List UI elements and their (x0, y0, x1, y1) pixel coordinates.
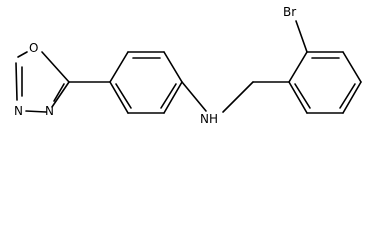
bond-ar3 (163, 51, 183, 83)
bond-n4-c5 (51, 81, 70, 108)
bromine-label: Br (283, 5, 296, 19)
bond-nh-ch2 (222, 81, 254, 113)
bond-c-br (295, 20, 308, 53)
bond-ar-inner-b (160, 83, 177, 109)
amine-label: NH (200, 112, 218, 126)
bond-bz1 (288, 51, 308, 83)
bond-n4-c5-inner (53, 83, 65, 102)
bond-bz-inner-b (339, 83, 356, 109)
nitrogen-label-2: N (45, 104, 54, 118)
bond-bz6 (288, 81, 308, 114)
oxadiazole-ring (15, 51, 70, 113)
bond-bz-inner-c (294, 83, 311, 109)
bond-bz3 (342, 51, 362, 83)
bond-c2-n3 (15, 62, 18, 101)
bond-ar1 (109, 51, 129, 83)
bond-n3-n4 (25, 110, 47, 113)
bromophenyl-ring (288, 51, 362, 114)
bond-c5-o1 (41, 51, 70, 83)
bond-o1-c2 (17, 51, 28, 58)
bond-bz4 (342, 81, 362, 114)
bond-ar4 (163, 81, 183, 114)
oxygen-label: O (29, 41, 38, 55)
nitrogen-label-1: N (14, 104, 23, 118)
bond-ar6 (109, 81, 129, 114)
bond-phenyl-nh (181, 81, 207, 112)
molecule-drawing: Br NH O N N (14, 5, 362, 126)
phenylene-ring (109, 51, 183, 114)
bond-ar-inner-c (115, 83, 132, 109)
